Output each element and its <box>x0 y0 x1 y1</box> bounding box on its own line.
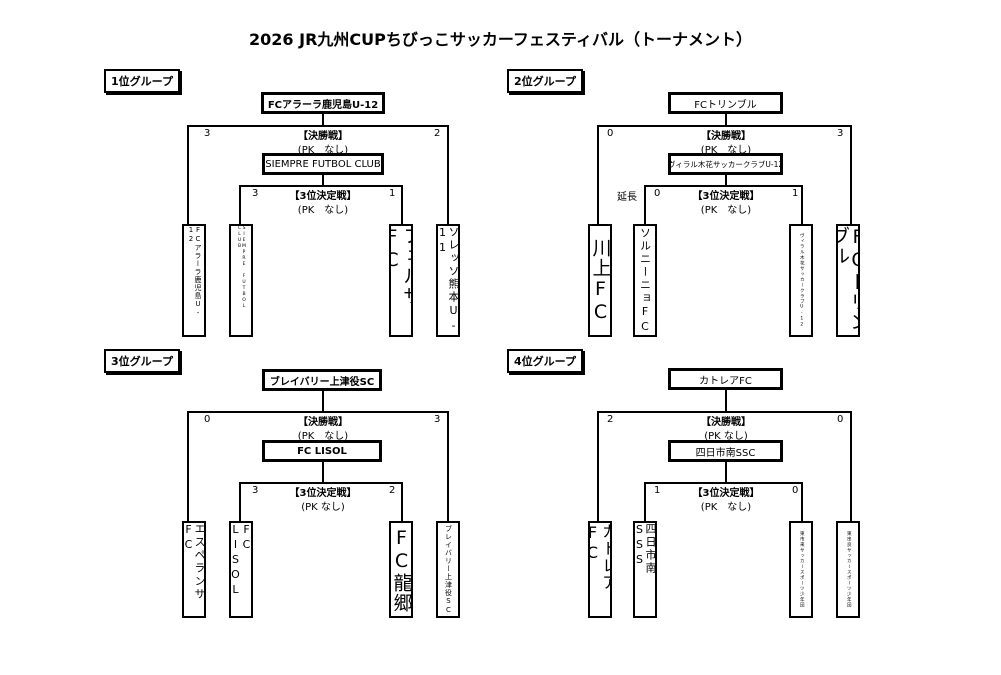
group-2: 2位グループ FCトリンブル 0 3 【決勝戦】 (PK なし) ヴィラル木花サ… <box>507 69 907 349</box>
third-label: 【3位決定戦】 <box>692 191 760 202</box>
bracket-line <box>239 185 402 187</box>
runner-up-box: ヴィラル木花サッカークラブU-12 <box>668 153 783 175</box>
bracket-line <box>850 411 852 521</box>
bracket-line <box>187 125 448 127</box>
third-pk: (PK なし) <box>297 205 349 216</box>
team-box: FCアラーラ鹿児島U-12 <box>182 224 206 337</box>
group-label: 4位グループ <box>507 349 583 373</box>
bracket-line <box>644 185 646 225</box>
third-score-right: 2 <box>389 485 396 496</box>
third-pk: (PK なし) <box>700 502 752 513</box>
champion-box: カトレアFC <box>668 368 783 390</box>
final-pk: (PK なし) <box>297 431 349 442</box>
runner-up-box: 四日市南SSC <box>668 440 783 462</box>
third-score-right: 0 <box>792 485 799 496</box>
final-score-right: 3 <box>434 414 441 425</box>
bracket-line <box>725 175 727 186</box>
third-score-left: 0 <box>654 188 661 199</box>
third-note: 延長 <box>617 192 637 203</box>
final-score-left: 2 <box>607 414 614 425</box>
team-box: 四日市南SSS <box>633 521 657 618</box>
final-label: 【決勝戦】 <box>701 131 751 142</box>
team-box: FC LISOL <box>229 521 253 618</box>
team-box: FCトリンブル <box>836 224 860 337</box>
final-score-left: 0 <box>204 414 211 425</box>
team-box: カトレアFC <box>588 521 612 618</box>
bracket-line <box>239 482 402 484</box>
final-pk: (PK なし) <box>700 145 752 156</box>
team-box: ソレッソ熊本U-11 <box>436 224 460 337</box>
team-box: 東串良サッカースポーツ少年団 <box>836 521 860 618</box>
team-box: 川上FC <box>588 224 612 337</box>
group-label: 2位グループ <box>507 69 583 93</box>
bracket-line <box>322 462 324 483</box>
bracket-line <box>187 411 189 521</box>
bracket-line <box>597 125 851 127</box>
third-pk: (PK なし) <box>700 205 752 216</box>
champion-box: FCトリンブル <box>668 92 783 114</box>
third-score-left: 3 <box>252 188 259 199</box>
final-score-right: 2 <box>434 128 441 139</box>
bracket-line <box>401 482 403 522</box>
final-score-left: 3 <box>204 128 211 139</box>
final-label: 【決勝戦】 <box>298 417 348 428</box>
bracket-line <box>801 482 803 522</box>
bracket-line <box>644 482 802 484</box>
bracket-line <box>725 114 727 126</box>
team-box: エスペランサFC <box>182 521 206 618</box>
third-label: 【3位決定戦】 <box>289 191 357 202</box>
team-box: SIEMPRE FUTBOL CLUB <box>229 224 253 337</box>
team-box: FC龍郷 <box>389 521 413 618</box>
third-score-right: 1 <box>389 188 396 199</box>
bracket-line <box>597 411 599 521</box>
bracket-line <box>725 390 727 412</box>
team-box: 東市来サッカースポーツ少年団 <box>789 521 813 618</box>
bracket-line <box>322 175 324 186</box>
champion-box: FCアラーラ鹿児島U-12 <box>261 92 385 114</box>
bracket-line <box>239 185 241 225</box>
final-score-right: 0 <box>837 414 844 425</box>
bracket-line <box>322 391 324 412</box>
bracket-line <box>644 185 802 187</box>
group-4: 4位グループ カトレアFC 2 0 【決勝戦】 (PK なし) 四日市南SSC … <box>507 349 907 629</box>
final-label: 【決勝戦】 <box>701 417 751 428</box>
bracket-line <box>597 411 851 413</box>
team-box: ブレイバリー上津役SC <box>436 521 460 618</box>
third-label: 【3位決定戦】 <box>692 488 760 499</box>
group-1: 1位グループ FCアラーラ鹿児島U-12 3 2 【決勝戦】 (PK なし) S… <box>104 69 504 349</box>
final-pk: (PK なし) <box>704 431 748 442</box>
champion-box: ブレイバリー上津役SC <box>262 369 382 391</box>
bracket-line <box>447 125 449 225</box>
bracket-line <box>401 185 403 225</box>
runner-up-box: FC LISOL <box>262 440 382 462</box>
final-score-left: 0 <box>607 128 614 139</box>
bracket-line <box>322 114 324 126</box>
team-box: ソルニーニョFC <box>633 224 657 337</box>
third-score-left: 1 <box>654 485 661 496</box>
runner-up-box: SIEMPRE FUTBOL CLUB <box>262 153 384 175</box>
final-score-right: 3 <box>837 128 844 139</box>
bracket-line <box>239 482 241 522</box>
bracket-line <box>187 411 448 413</box>
bracket-line <box>187 125 189 225</box>
bracket-line <box>801 185 803 225</box>
bracket-line <box>725 462 727 483</box>
final-label: 【決勝戦】 <box>298 131 348 142</box>
bracket-line <box>850 125 852 225</box>
third-pk: (PK なし) <box>301 502 345 513</box>
bracket-line <box>447 411 449 521</box>
final-pk: (PK なし) <box>297 145 349 156</box>
team-box: フェルサFC <box>389 224 413 337</box>
bracket-line <box>644 482 646 522</box>
third-label: 【3位決定戦】 <box>289 488 357 499</box>
page-title: 2026 JR九州CUPちびっこサッカーフェスティバル（トーナメント） <box>249 30 752 49</box>
group-label: 3位グループ <box>104 349 180 373</box>
team-box: ヴィラル木花サッカークラブU-12 <box>789 224 813 337</box>
group-label: 1位グループ <box>104 69 180 93</box>
bracket-line <box>597 125 599 225</box>
third-score-left: 3 <box>252 485 259 496</box>
group-3: 3位グループ ブレイバリー上津役SC 0 3 【決勝戦】 (PK なし) FC … <box>104 349 504 629</box>
third-score-right: 1 <box>792 188 799 199</box>
